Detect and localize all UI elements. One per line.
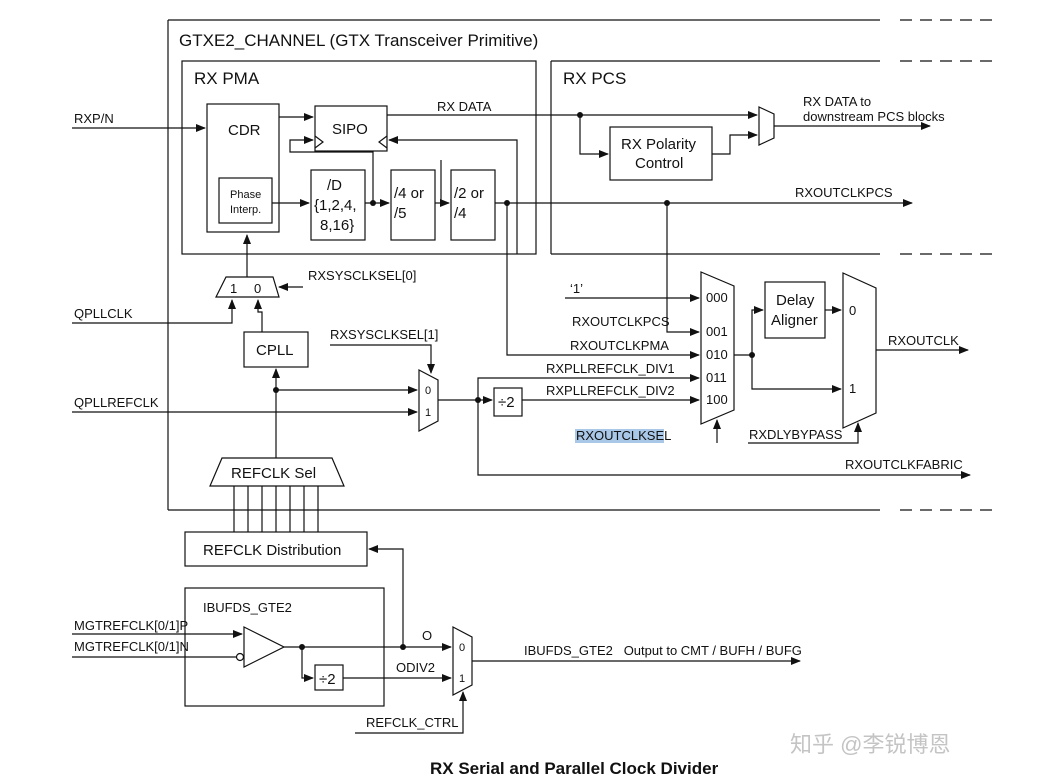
rxdlybypass-mux [842,272,877,429]
rxsysclksel1-label: RXSYSCLKSEL[1] [330,327,438,342]
div-5-label: /5 [394,205,407,222]
rxoutclksel-mux [700,271,735,425]
control-label: Control [635,155,683,172]
rx-pcs-box [550,60,1000,255]
sel-011: 011 [706,370,727,385]
ibufds-div2-label: ÷2 [319,671,336,688]
rx-data-to-label: RX DATA to [803,94,871,109]
mux5-input-1: 1 [849,381,856,396]
div-d-block [310,169,366,241]
mgtrefclk-p-label: MGTREFCLK[0/1]P [74,618,188,633]
div-d-label: /D [327,177,342,194]
in-div1-label: RXPLLREFCLK_DIV1 [546,361,675,376]
junction-dot [299,644,305,650]
rxoutclkfabric-label: RXOUTCLKFABRIC [845,457,963,472]
ibufds-inverter-bubble [235,652,245,662]
junction-dot [475,397,481,403]
rx-pma-title: RX PMA [194,69,260,88]
cpll-block [243,331,309,368]
interp-label: Interp. [230,204,261,216]
in-rxoutclkpma-label: RXOUTCLKPMA [570,338,669,353]
div-2or4-label: /2 or [454,185,484,202]
mux3-input-0: 0 [459,642,465,654]
gtx-channel-boundary [167,19,1000,511]
rxoutclkpcs-label: RXOUTCLKPCS [795,185,893,200]
refclk-ctrl-label: REFCLK_CTRL [366,715,458,730]
sipo-block [314,105,388,152]
refclk-sel-label: REFCLK Sel [231,465,316,482]
junction-dot [504,200,510,206]
rx-data-label: RX DATA [437,99,492,114]
div-2-4-block [450,169,496,241]
phase-label: Phase [230,189,261,201]
cdr-label: CDR [228,122,261,139]
div-4or5-label: /4 or [394,185,424,202]
mux-input-1: 1 [230,281,237,296]
mgtrefclk-n-label: MGTREFCLK[0/1]N [74,639,189,654]
div-4-label: /4 [454,205,467,222]
qpllrefclk-label: QPLLREFCLK [74,395,159,410]
mux3-input-1: 1 [459,673,465,685]
rxoutclk-label: RXOUTCLK [888,333,959,348]
in-rxoutclkpcs-label: RXOUTCLKPCS [572,314,670,329]
sipo-label: SIPO [332,121,368,138]
junction-dot [273,387,279,393]
refclk-distribution-label: REFCLK Distribution [203,542,341,559]
rxsysclksel1-mux [418,369,439,432]
rx-polarity-label: RX Polarity [621,136,697,153]
div-4-5-block [390,169,436,241]
div-d-values1: {1,2,4, [314,197,357,214]
pcs-data-mux [758,106,775,146]
sel-001: 001 [706,324,728,339]
odiv2-label: ODIV2 [396,660,435,675]
qpllclk-label: QPLLCLK [74,306,133,321]
rxoutclksel-highlight [575,429,664,443]
sel-100: 100 [706,392,728,407]
watermark: 知乎 @李锐博恩 [790,732,950,757]
cdr-block [206,103,280,233]
rxpn-label: RXP/N [74,111,114,126]
mux2-input-1: 1 [425,407,431,419]
rxsysclksel0-label: RXSYSCLKSEL[0] [308,268,416,283]
junction-dot [577,112,583,118]
mux5-input-0: 0 [849,303,856,318]
sel-010: 010 [706,347,728,362]
ibufds-buffer [243,626,286,668]
junction-dot [749,352,755,358]
ibufds-output-mux [452,626,473,696]
rx-pcs-title: RX PCS [563,69,626,88]
div-d-values2: 8,16} [320,217,354,234]
phase-interp-block [218,177,273,224]
rxdlybypass-label: RXDLYBYPASS [749,427,843,442]
delay-aligner-block [764,281,826,339]
div2-label: ÷2 [498,394,515,411]
o-label: O [422,628,432,643]
mux-input-0: 0 [254,281,261,296]
delay-label: Delay [776,292,815,309]
downstream-pcs-label: downstream PCS blocks [803,109,945,124]
rxsysclksel0-mux [215,276,280,298]
junction-dot [370,200,376,206]
gtx-title: GTXE2_CHANNEL (GTX Transceiver Primitive… [179,31,538,50]
aligner-label: Aligner [771,312,818,329]
ibufds-output-label: IBUFDS_GTE2 Output to CMT / BUFH / BUFG [524,643,802,658]
const-one-label: ‘1’ [570,281,583,296]
rxoutclksel-label: RXOUTCLKSEL [576,428,671,443]
ibufds-title: IBUFDS_GTE2 [203,600,292,615]
junction-dot [400,644,406,650]
figure-caption: RX Serial and Parallel Clock Divider [430,759,719,778]
refclk-sel-block [209,457,345,487]
in-div2-label: RXPLLREFCLK_DIV2 [546,383,675,398]
cpll-label: CPLL [256,342,294,359]
mux2-input-0: 0 [425,385,431,397]
junction-dot [664,200,670,206]
sel-000: 000 [706,290,728,305]
refclk-div2-block [493,387,523,417]
rx-polarity-block [609,126,713,181]
rx-pma-box [181,60,537,255]
